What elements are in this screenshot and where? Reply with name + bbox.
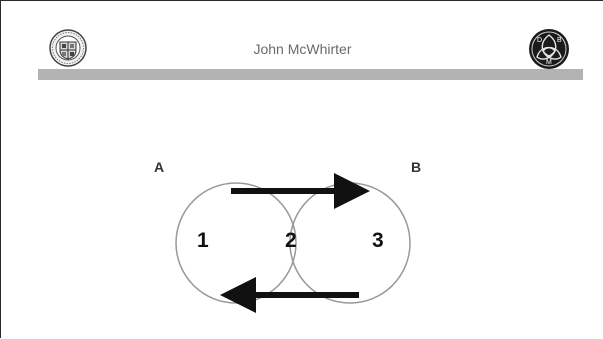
- university-seal-icon: [48, 28, 88, 68]
- set-b-label: B: [411, 159, 422, 175]
- emblem-letter-b: B: [557, 37, 562, 44]
- emblem-letter-m: M: [546, 59, 552, 66]
- header-divider-bar: [38, 69, 583, 80]
- triquetra-emblem-icon: D B M: [528, 28, 570, 70]
- set-a-label: A: [154, 159, 165, 175]
- region-label-1: 1: [197, 229, 209, 252]
- emblem-letter-d: D: [537, 37, 543, 44]
- page-title: John McWhirter: [253, 41, 352, 57]
- set-b-circle: [289, 182, 411, 304]
- set-a-circle: [175, 182, 297, 304]
- region-label-2: 2: [285, 229, 297, 252]
- region-label-3: 3: [372, 229, 384, 252]
